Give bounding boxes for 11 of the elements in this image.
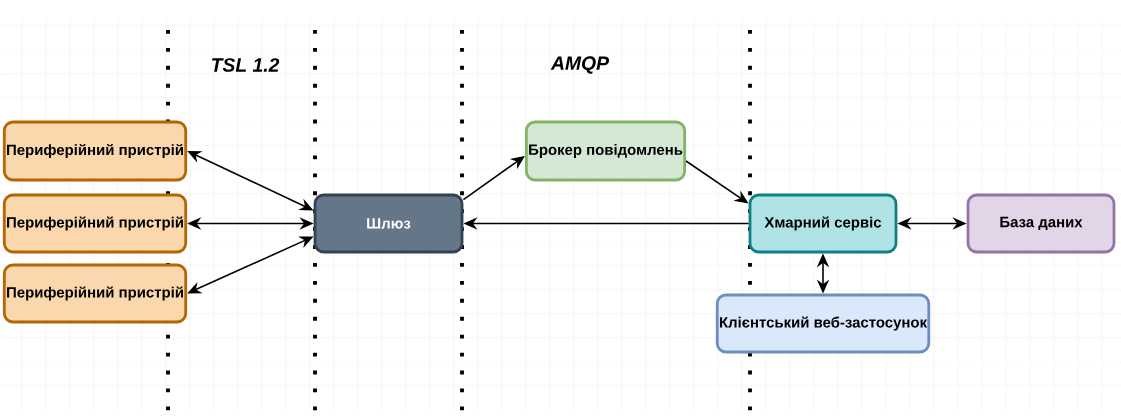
service-box: Хмарний сервіс — [748, 193, 898, 254]
broker-box: Брокер повідомлень — [524, 120, 687, 182]
gateway-box: Шлюз — [313, 193, 464, 254]
protocol-label: TSL 1.2 — [212, 58, 280, 72]
device-box: Периферійний пристрій — [2, 120, 188, 182]
device-box: Периферійний пристрій — [2, 263, 188, 324]
protocol-label: AMQP — [550, 56, 610, 74]
device-box: Периферійний пристрій — [2, 193, 188, 254]
database-box: База даних — [966, 193, 1116, 254]
client-app-box: Клієнтський веб-застосунок — [715, 293, 931, 354]
arrow — [462, 156, 525, 201]
